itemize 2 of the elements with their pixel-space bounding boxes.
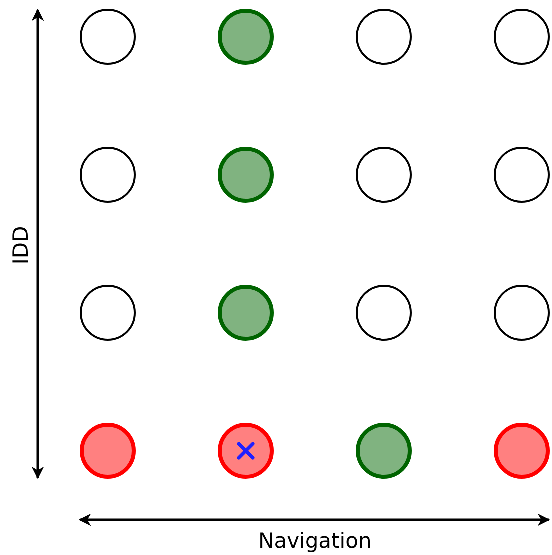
axis-label: IDD: [10, 226, 32, 264]
axis-label: Navigation: [258, 530, 372, 552]
